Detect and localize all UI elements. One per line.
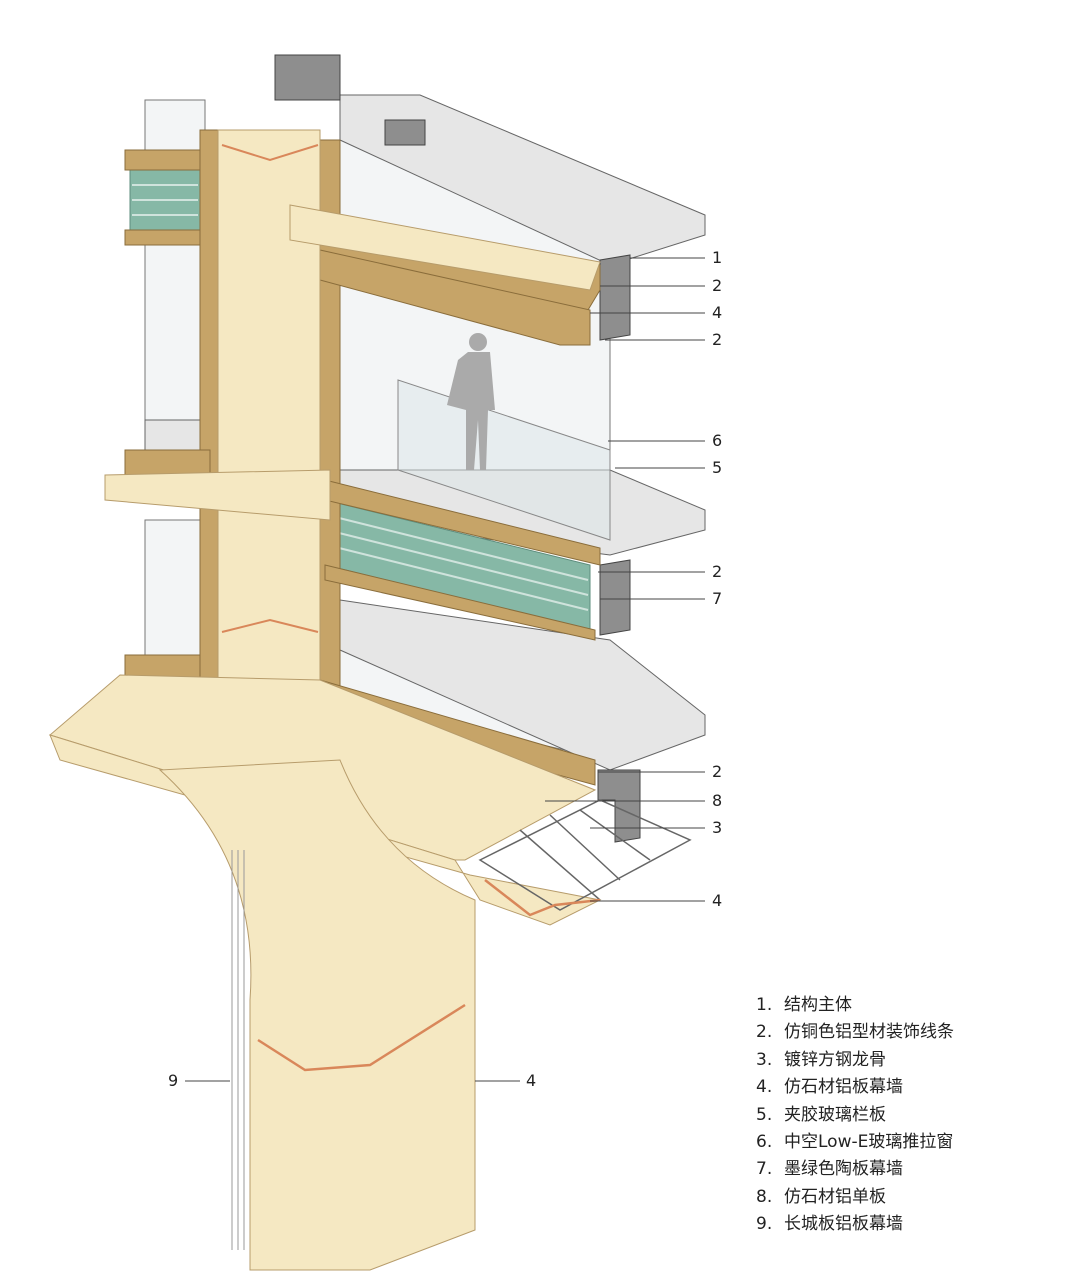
legend-number: 2. bbox=[756, 1022, 773, 1043]
legend-number: 4. bbox=[756, 1077, 773, 1098]
legend-item: 9. 长城板铝板幕墙 bbox=[756, 1211, 954, 1238]
legend-label: 中空Low-E玻璃推拉窗 bbox=[784, 1131, 954, 1152]
galvanized-steel-frame bbox=[478, 799, 692, 911]
copper-edge bbox=[257, 1003, 466, 1072]
legend-number: 1. bbox=[756, 995, 773, 1015]
legend-number: 8. bbox=[756, 1186, 773, 1207]
legend-item: 2. 仿铜色铝型材装饰线条 bbox=[756, 1019, 954, 1046]
legend-label: 长城板铝板幕墙 bbox=[784, 1214, 903, 1235]
legend-number: 7. bbox=[756, 1159, 773, 1180]
legend-item: 4. 仿石材铝板幕墙 bbox=[756, 1074, 954, 1101]
callout-3: 3 bbox=[712, 818, 723, 837]
legend-label: 夹胶玻璃栏板 bbox=[784, 1104, 886, 1125]
legend-item: 8. 仿石材铝单板 bbox=[756, 1184, 954, 1211]
legend-label: 仿铜色铝型材装饰线条 bbox=[784, 1022, 954, 1043]
copper-edge bbox=[221, 618, 319, 633]
legend-label: 墨绿色陶板幕墙 bbox=[784, 1159, 903, 1180]
legend-number: 3. bbox=[756, 1049, 773, 1070]
stone-pier bbox=[158, 759, 476, 1271]
stone-aluminum-column bbox=[104, 129, 601, 731]
copper-edge bbox=[221, 144, 319, 162]
legend-label: 仿石材铝板幕墙 bbox=[784, 1077, 903, 1098]
copper-edge bbox=[484, 879, 601, 917]
callout-leaders bbox=[185, 257, 705, 1082]
legend-item: 3. 镀锌方钢龙骨 bbox=[756, 1047, 954, 1074]
callout-9: 9 bbox=[168, 1071, 179, 1090]
callout-2: 2 bbox=[712, 762, 723, 781]
callout-2: 2 bbox=[712, 562, 723, 581]
laminated-glass-railing bbox=[397, 379, 611, 541]
legend-number: 5. bbox=[756, 1104, 773, 1125]
callout-5: 5 bbox=[712, 458, 723, 477]
person-silhouette bbox=[447, 333, 495, 470]
callout-2: 2 bbox=[712, 330, 723, 349]
legend-item: 5. 夹胶玻璃栏板 bbox=[756, 1102, 954, 1129]
callout-6: 6 bbox=[712, 431, 723, 450]
legend-item: 6. 中空Low-E玻璃推拉窗 bbox=[756, 1129, 954, 1156]
callout-4: 4 bbox=[712, 303, 723, 322]
callout-1: 1 bbox=[712, 248, 723, 267]
callout-4: 4 bbox=[712, 891, 723, 910]
callout-8: 8 bbox=[712, 791, 723, 810]
legend-label: 镀锌方钢龙骨 bbox=[784, 1049, 886, 1070]
callout-7: 7 bbox=[712, 589, 723, 608]
legend-label: 仿石材铝单板 bbox=[784, 1186, 886, 1207]
structure-body bbox=[274, 54, 641, 843]
great-wall-panel bbox=[231, 850, 245, 1250]
legend-number: 9. bbox=[756, 1214, 773, 1235]
legend-item: 1. 结构主体 bbox=[756, 992, 954, 1019]
callout-4: 4 bbox=[526, 1071, 537, 1090]
legend-item: 7. 墨绿色陶板幕墙 bbox=[756, 1156, 954, 1183]
louver-lines bbox=[132, 184, 589, 611]
legend-number: 6. bbox=[756, 1131, 773, 1152]
legend-label: 结构主体 bbox=[784, 995, 852, 1015]
callout-2: 2 bbox=[712, 276, 723, 295]
legend: 1. 结构主体 2. 仿铜色铝型材装饰线条 3. 镀锌方钢龙骨 4. 仿石材铝板幕墙 5… bbox=[756, 992, 954, 1239]
